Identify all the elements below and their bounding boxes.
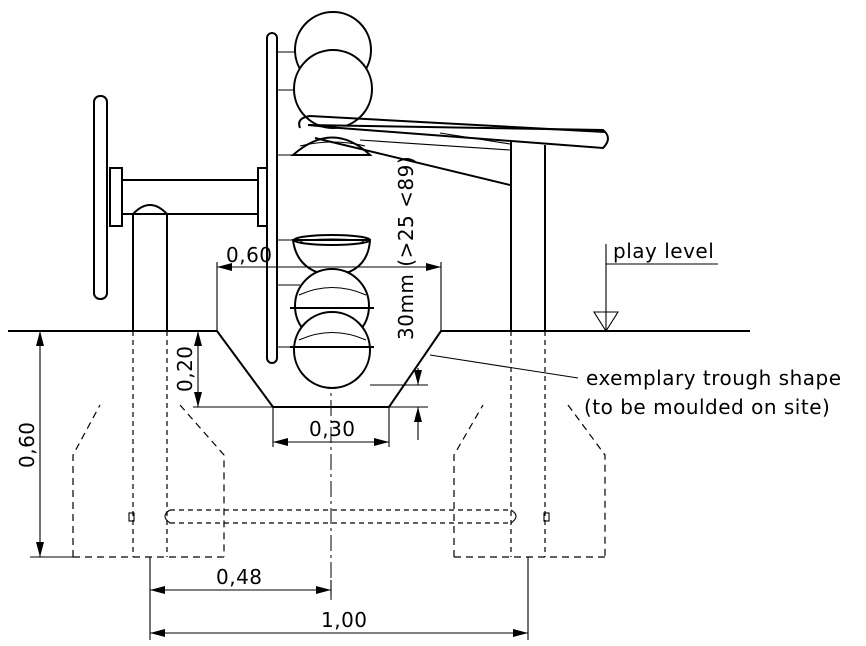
dim-trough-bottom-width: 0,30 xyxy=(272,407,390,447)
dim-trough-depth: 0,20 xyxy=(173,330,273,408)
dim-post-spacing: 1,00 xyxy=(150,557,529,640)
slide-chute xyxy=(298,114,609,186)
foundation-left xyxy=(72,404,225,558)
dim-trough-depth-label: 0,20 xyxy=(173,345,197,392)
right-post xyxy=(510,140,546,331)
trough-label-line2: (to be moulded on site) xyxy=(584,395,830,419)
abacus-halfball-upper xyxy=(290,136,373,156)
trough-label-line1: exemplary trough shape xyxy=(586,366,842,390)
dim-foundation-depth-label: 0,60 xyxy=(15,421,39,468)
steering-wheel xyxy=(93,95,108,300)
trough-annotation: exemplary trough shape (to be moulded on… xyxy=(429,354,842,419)
buried-posts xyxy=(132,331,546,557)
dim-trough-top-width-label: 0,60 xyxy=(226,243,273,267)
dim-trough-bottom-width-label: 0,30 xyxy=(309,417,356,441)
dim-gap: 30mm (>25 <89) xyxy=(370,156,428,440)
dim-foundation-depth: 0,60 xyxy=(15,330,133,558)
dim-trough-top-width: 0,60 xyxy=(216,243,442,331)
dim-post-to-center-label: 0,48 xyxy=(216,565,263,589)
dim-post-spacing-label: 1,00 xyxy=(321,608,368,632)
abacus-pole xyxy=(266,32,300,364)
dim-post-to-center: 0,48 xyxy=(149,557,332,640)
slide-support xyxy=(439,132,511,145)
buried-crossbar xyxy=(128,509,550,524)
left-post xyxy=(132,204,168,331)
play-level-label: play level xyxy=(613,239,714,263)
abacus-ball-lower-2 xyxy=(290,311,374,389)
dim-gap-label: 30mm (>25 <89) xyxy=(394,156,418,340)
foundation-right xyxy=(453,404,606,558)
play-level-marker: play level xyxy=(593,239,718,333)
